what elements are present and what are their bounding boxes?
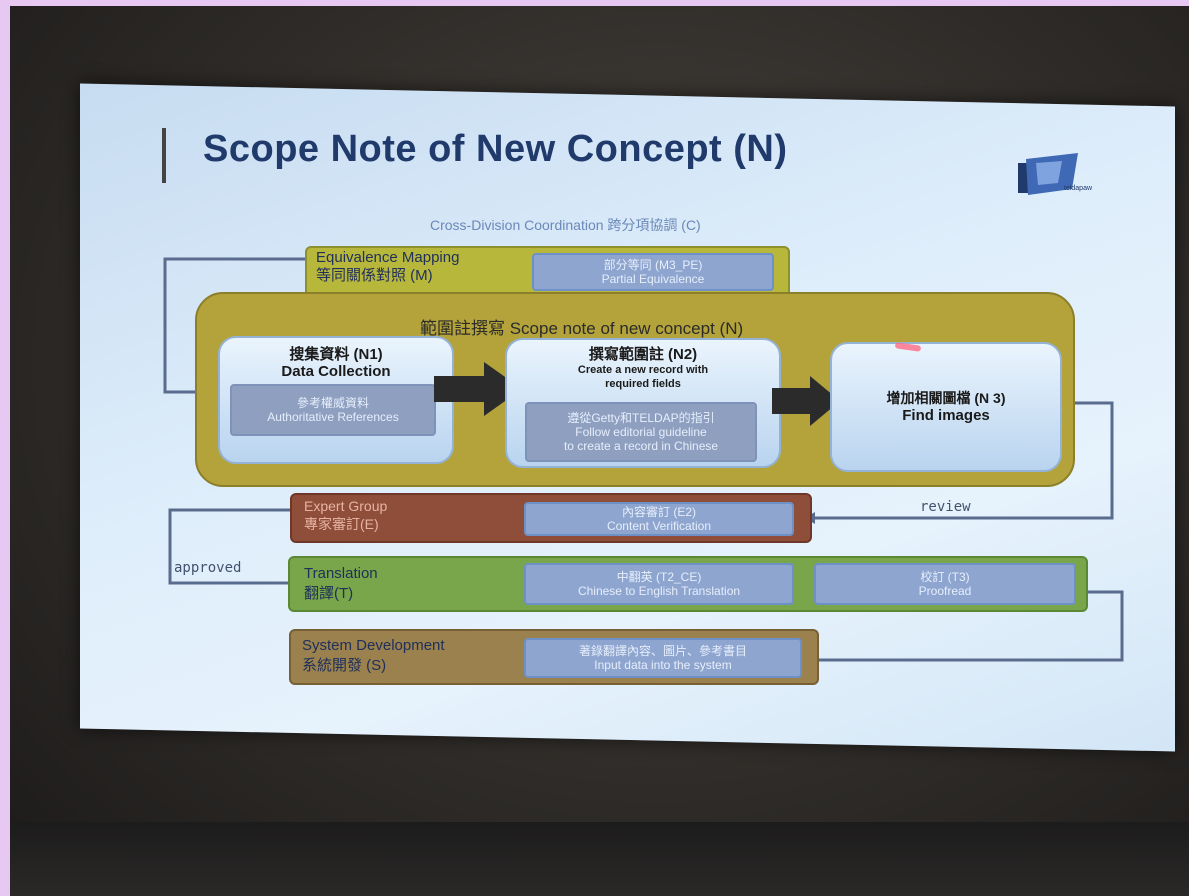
expert-label-zh: 專家審訂(E)	[304, 516, 379, 532]
translation-label-en: Translation	[304, 565, 378, 582]
arrow-n1-to-n2-icon	[434, 362, 522, 416]
mapping-label-en: Equivalence Mapping	[316, 249, 460, 266]
n3-head-zh: 增加相關圖檔 (N 3)	[886, 390, 1006, 406]
diagram-subtitle: Cross-Division Coordination 跨分項協調 (C)	[430, 217, 701, 233]
partial-equivalence-box: 部分等同 (M3_PE) Partial Equivalence	[532, 253, 774, 291]
n2-inner-zh: 遵從Getty和TELDAP的指引	[567, 411, 715, 425]
expert-label-en: Expert Group	[304, 498, 388, 514]
translation-item2-en: Proofread	[918, 584, 972, 598]
proofread-box: 校訂 (T3) Proofread	[814, 563, 1076, 605]
expert-item-zh: 內容審訂 (E2)	[621, 505, 696, 519]
translation-item1-en: Chinese to English Translation	[577, 584, 741, 598]
n1-head-en: Data Collection	[281, 363, 391, 380]
n2-sub-line2: required fields	[605, 378, 681, 390]
arrow-n2-to-n3-icon	[772, 376, 840, 426]
content-verification-box: 內容審訂 (E2) Content Verification	[524, 502, 794, 536]
n2-sub-line1: Create a new record with	[577, 364, 709, 376]
review-connector	[815, 401, 1114, 520]
logo-text: teldapaw	[1064, 185, 1093, 192]
translation-item2-zh: 校訂 (T3)	[920, 570, 970, 584]
mapping-item-en: Partial Equivalence	[601, 272, 705, 286]
approved-label: approved	[174, 560, 242, 576]
n1-inner-en: Authoritative References	[267, 410, 399, 424]
mapping-item-zh: 部分等同 (M3_PE)	[603, 258, 703, 272]
teldap-logo-icon	[1018, 153, 1078, 195]
chinese-to-english-box: 中翻英 (T2_CE) Chinese to English Translati…	[524, 563, 794, 605]
title-accent-bar	[162, 128, 166, 183]
n1-inner-zh: 參考權威資料	[296, 396, 369, 410]
card-n3-find-images: 增加相關圖檔 (N 3) Find images	[830, 342, 1062, 472]
n3-head-en: Find images	[902, 407, 990, 424]
sysdev-label-zh: 系統開發 (S)	[302, 657, 387, 674]
sysdev-label-en: System Development	[302, 637, 445, 654]
n1-head-zh: 搜集資料 (N1)	[289, 346, 383, 363]
n2-inner-en2: to create a record in Chinese	[563, 439, 719, 453]
sysdev-item-en: Input data into the system	[594, 658, 732, 672]
translation-to-system-connector	[819, 590, 1124, 662]
review-label: review	[920, 499, 971, 515]
authoritative-references-box: 參考權威資料 Authoritative References	[230, 384, 436, 436]
translation-item1-zh: 中翻英 (T2_CE)	[616, 570, 702, 584]
editorial-guideline-box: 遵從Getty和TELDAP的指引 Follow editorial guide…	[525, 402, 757, 462]
input-data-box: 著錄翻譯內容、圖片、參考書目 Input data into the syste…	[524, 638, 802, 678]
mapping-label-zh: 等同關係對照 (M)	[316, 267, 433, 284]
slide-title: Scope Note of New Concept (N)	[203, 128, 788, 170]
scope-note-title: 範圍註撰寫 Scope note of new concept (N)	[420, 319, 744, 338]
n2-inner-en1: Follow editorial guideline	[575, 425, 707, 439]
floor	[10, 822, 1189, 896]
n2-head-zh: 撰寫範圍註 (N2)	[588, 346, 698, 363]
translation-label-zh: 翻譯(T)	[304, 585, 354, 602]
approved-connector	[168, 508, 290, 585]
expert-item-en: Content Verification	[606, 519, 712, 533]
mapping-to-scope-connector	[163, 257, 305, 394]
sysdev-item-zh: 著錄翻譯內容、圖片、參考書目	[578, 644, 747, 658]
